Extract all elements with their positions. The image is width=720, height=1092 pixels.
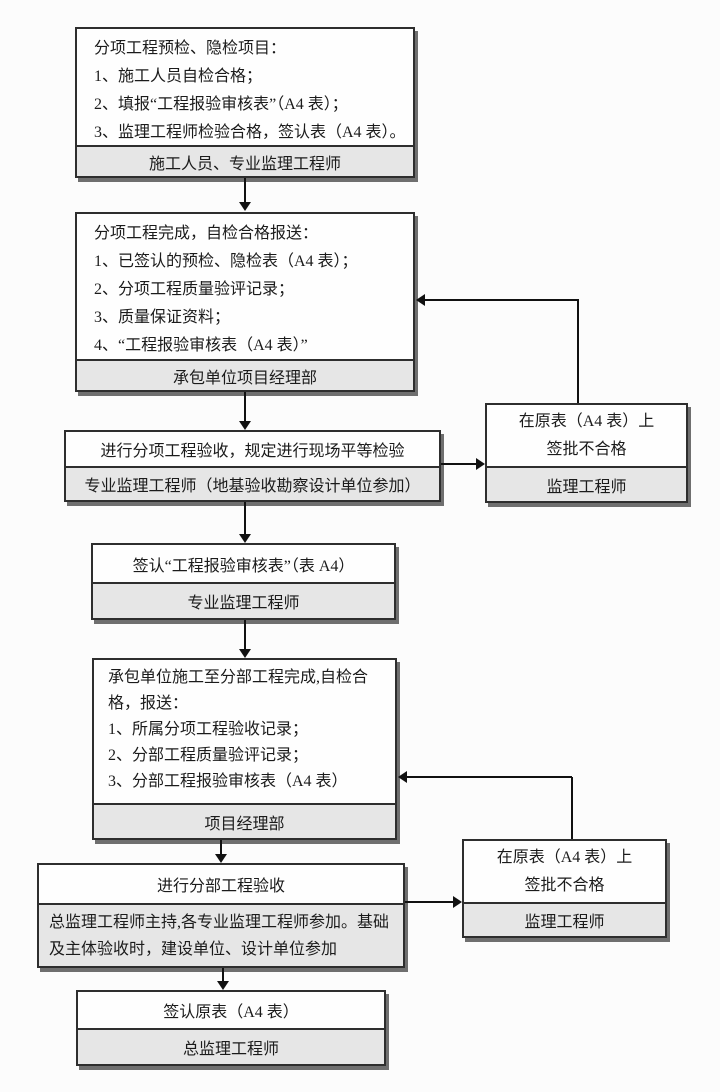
box-text-line: 3、监理工程师检验合格，签认表（A4 表）。 (94, 124, 406, 141)
arrowhead-down-icon (217, 981, 229, 990)
box-text-line: 1、施工人员自检合格； (94, 68, 263, 85)
arrow-step6-step7 (222, 968, 224, 983)
step-box-sign-review-form: 签认“工程报验审核表”（表 A4） 专业监理工程师 (91, 543, 396, 620)
arrow-step1-step2 (244, 178, 246, 204)
step-box-subdivision-acceptance: 进行分部工程验收 总监理工程师主持,各专业监理工程师参加。基础及主体验收时，建设… (37, 863, 405, 968)
arrowhead-down-icon (239, 421, 251, 430)
box-text-line: 4、“工程报验审核表（A4 表）” (94, 337, 308, 354)
arrowhead-right-icon (476, 458, 485, 470)
reject-box-subitem: 在原表（A4 表）上 签批不合格 监理工程师 (485, 403, 688, 503)
box-title: 进行分项工程验收，规定进行现场平等检验 (100, 443, 405, 460)
feedback-reject2-horizontal (407, 776, 572, 778)
box-text-line: 分项工程预检、隐检项目： (94, 40, 287, 57)
box-body: 分项工程完成，自检合格报送： 1、已签认的预检、隐检表（A4 表）； 2、分项工… (77, 214, 413, 359)
arrow-step3-step4 (244, 502, 246, 535)
box-text-line: 2、分部工程质量验评记录； (108, 747, 309, 764)
arrowhead-down-icon (239, 202, 251, 211)
box-text-line: 分项工程完成，自检合格报送： (94, 225, 319, 242)
box-footer-role: 承包单位项目经理部 (77, 359, 413, 390)
connector-step6-reject2 (405, 901, 453, 903)
step-box-sign-original-form: 签认原表（A4 表） 总监理工程师 (76, 990, 386, 1066)
step-box-subitem-acceptance: 进行分项工程验收，规定进行现场平等检验 专业监理工程师（地基验收勘察设计单位参加… (64, 430, 441, 502)
box-body: 分项工程预检、隐检项目： 1、施工人员自检合格； 2、填报“工程报验审核表”（A… (77, 29, 413, 145)
box-footer-role: 监理工程师 (487, 466, 686, 501)
box-text-line: 1、所属分项工程验收记录； (108, 721, 309, 738)
arrowhead-down-icon (239, 649, 251, 658)
box-text-line: 3、质量保证资料； (94, 309, 231, 326)
box-title: 签认“工程报验审核表”（表 A4） (132, 557, 355, 575)
box-footer-role: 项目经理部 (94, 803, 395, 838)
box-title: 签认原表（A4 表） (163, 1004, 299, 1021)
arrowhead-right-icon (453, 896, 462, 908)
arrow-step2-step3 (244, 392, 246, 422)
box-text-line: 承包单位施工至分部工程完成,自检合格，报送： (108, 669, 369, 712)
feedback-reject2-vertical (571, 777, 573, 839)
step-box-subdivision-completion-report: 承包单位施工至分部工程完成,自检合格，报送： 1、所属分项工程验收记录； 2、分… (92, 658, 397, 840)
arrowhead-left-icon (398, 771, 407, 783)
arrowhead-down-icon (239, 534, 251, 543)
box-text-line: 2、填报“工程报验审核表”（A4 表）； (94, 96, 348, 113)
box-footer-role: 总监理工程师 (78, 1028, 384, 1064)
box-body: 在原表（A4 表）上 签批不合格 (487, 405, 686, 466)
step-box-subitem-completion-report: 分项工程完成，自检合格报送： 1、已签认的预检、隐检表（A4 表）； 2、分项工… (75, 212, 415, 392)
box-footer-role: 施工人员、专业监理工程师 (77, 145, 413, 176)
box-text-line: 2、分项工程质量验评记录； (94, 281, 295, 298)
box-footer-role: 专业监理工程师 (93, 582, 394, 618)
arrowhead-left-icon (416, 294, 425, 306)
box-footer-role: 监理工程师 (464, 902, 665, 936)
box-body: 在原表（A4 表）上 签批不合格 (464, 841, 665, 902)
box-text-line: 1、已签认的预检、隐检表（A4 表）； (94, 253, 358, 270)
box-footer-role: 专业监理工程师（地基验收勘察设计单位参加） (66, 466, 439, 500)
box-text-line: 签批不合格 (524, 876, 605, 894)
arrow-step5-step6 (220, 840, 222, 856)
box-title: 进行分部工程验收 (156, 878, 285, 895)
feedback-reject1-horizontal (425, 299, 579, 301)
box-text-line: 在原表（A4 表）上 (496, 848, 633, 866)
arrowhead-down-icon (215, 854, 227, 863)
reject-box-subdivision: 在原表（A4 表）上 签批不合格 监理工程师 (462, 839, 667, 938)
connector-step3-reject1 (441, 463, 476, 465)
feedback-reject1-vertical (577, 300, 579, 403)
step-box-preinspection-items: 分项工程预检、隐检项目： 1、施工人员自检合格； 2、填报“工程报验审核表”（A… (75, 27, 415, 178)
box-body: 承包单位施工至分部工程完成,自检合格，报送： 1、所属分项工程验收记录； 2、分… (94, 660, 395, 803)
arrow-step4-step5 (244, 620, 246, 650)
box-text-line: 签批不合格 (546, 440, 627, 458)
box-text-line: 3、分部工程报验审核表（A4 表） (108, 773, 348, 790)
box-footer-role: 总监理工程师主持,各专业监理工程师参加。基础及主体验收时，建设单位、设计单位参加 (39, 903, 403, 966)
box-text-line: 在原表（A4 表）上 (518, 412, 655, 430)
